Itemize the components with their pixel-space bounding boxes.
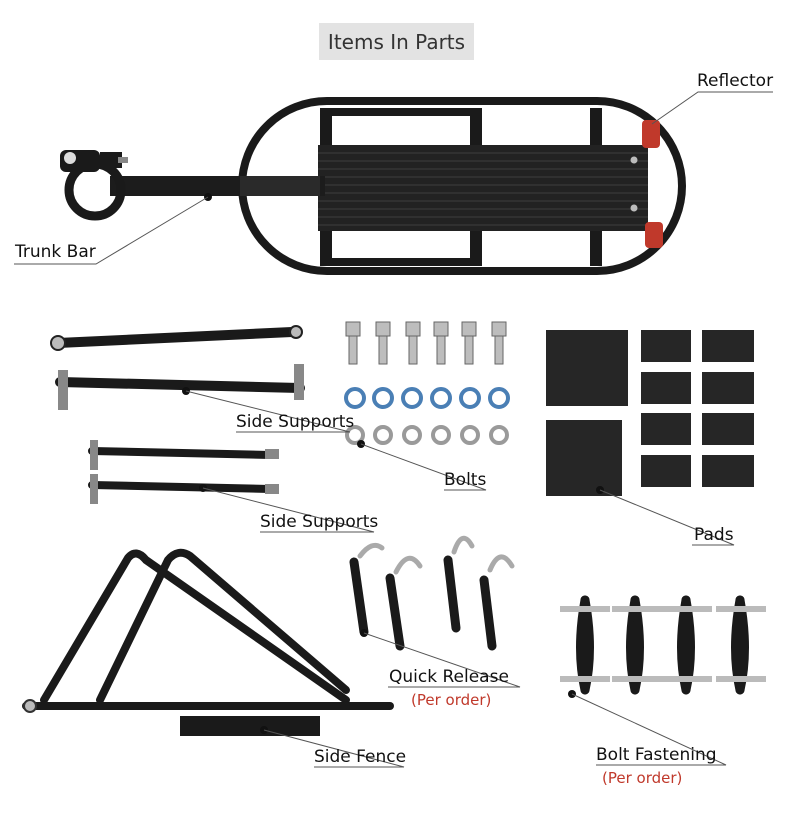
label-side-supports-short: Side Supports [260, 512, 379, 532]
label-bolts: Bolts [444, 470, 487, 490]
page-title: Items In Parts [319, 23, 474, 60]
bolts-set [344, 321, 510, 448]
rack-plate [318, 145, 648, 231]
label-quick-release: Quick Release [389, 667, 509, 687]
label-pads: Pads [694, 525, 734, 545]
pads-set [546, 330, 754, 496]
leader-lines [14, 91, 773, 768]
side-fence [22, 548, 394, 736]
quick-release-set [349, 535, 515, 651]
label-trunk-bar: Trunk Bar [15, 242, 96, 262]
label-bolt-fastening-note: (Per order) [602, 769, 683, 787]
side-supports-long [50, 325, 305, 410]
side-supports-short [88, 440, 279, 504]
rack-assembly [60, 97, 686, 275]
label-bolt-fastening: Bolt Fastening [596, 745, 717, 765]
seatpost-clamp [60, 150, 128, 221]
label-side-fence: Side Fence [314, 747, 407, 767]
bolt-fastening-set [560, 595, 766, 698]
reflector [642, 120, 660, 148]
label-reflector: Reflector [697, 71, 774, 91]
label-side-supports-long: Side Supports [236, 412, 355, 432]
label-quick-release-note: (Per order) [411, 691, 492, 709]
